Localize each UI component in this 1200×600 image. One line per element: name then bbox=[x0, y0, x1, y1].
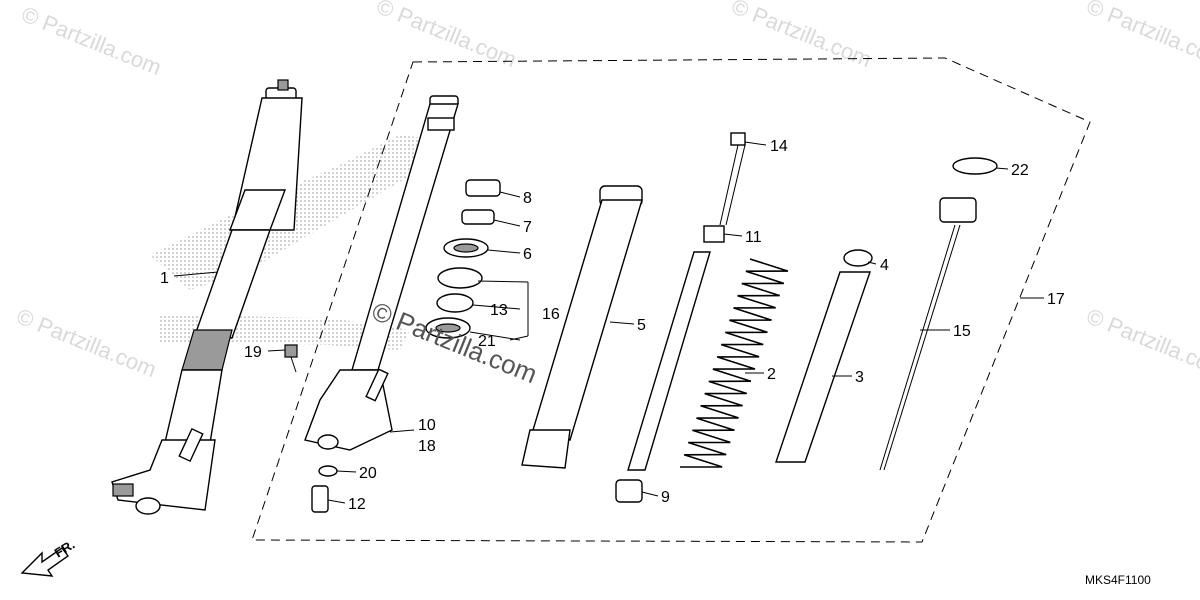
slider-tube bbox=[521, 185, 643, 469]
watermark: © Partzilla.com bbox=[1083, 303, 1200, 382]
watermark: © Partzilla.com bbox=[18, 1, 165, 80]
callout-7: 7 bbox=[523, 219, 532, 236]
fork-assembly-complete bbox=[111, 79, 303, 515]
callout-10: 10 bbox=[418, 417, 436, 434]
callout-19: 19 bbox=[244, 344, 262, 361]
callout-4: 4 bbox=[880, 257, 889, 274]
leader-lines bbox=[173, 141, 1044, 504]
watermark: © Partzilla.com bbox=[1083, 0, 1200, 72]
callout-11: 11 bbox=[745, 229, 762, 246]
outer-tube-axle-holder bbox=[304, 95, 459, 451]
front-direction-arrow: FR. bbox=[20, 537, 77, 577]
callout-12: 12 bbox=[348, 496, 366, 513]
top-cap-rod bbox=[879, 157, 998, 471]
small-hardware bbox=[284, 344, 338, 513]
callout-labels: 1 2 3 4 5 6 7 8 9 10 11 12 13 14 15 16 1… bbox=[160, 138, 1065, 513]
callout-18: 18 bbox=[418, 438, 436, 455]
callout-1: 1 bbox=[160, 270, 169, 287]
callout-8: 8 bbox=[523, 190, 532, 207]
callout-17: 17 bbox=[1047, 291, 1065, 308]
callout-21: 21 bbox=[478, 333, 496, 350]
cartridge-tube bbox=[775, 249, 873, 463]
callout-16: 16 bbox=[542, 306, 560, 323]
assembly-boundary bbox=[251, 57, 1091, 543]
callout-20: 20 bbox=[359, 465, 377, 482]
callout-15: 15 bbox=[953, 323, 971, 340]
callout-9: 9 bbox=[661, 489, 670, 506]
callout-6: 6 bbox=[523, 246, 532, 263]
watermark: © Partzilla.com bbox=[13, 303, 160, 382]
callout-14: 14 bbox=[770, 138, 788, 155]
fork-spring bbox=[679, 258, 789, 468]
seal-bushing-stack bbox=[425, 179, 501, 339]
callout-22: 22 bbox=[1011, 162, 1029, 179]
watermark: © Partzilla.com bbox=[728, 0, 875, 72]
diagram-code: MKS4F1100 bbox=[1085, 573, 1151, 587]
damper-rod bbox=[615, 132, 746, 503]
callout-2: 2 bbox=[767, 366, 776, 383]
callout-5: 5 bbox=[637, 317, 646, 334]
callout-3: 3 bbox=[855, 369, 864, 386]
callout-13: 13 bbox=[490, 302, 508, 319]
